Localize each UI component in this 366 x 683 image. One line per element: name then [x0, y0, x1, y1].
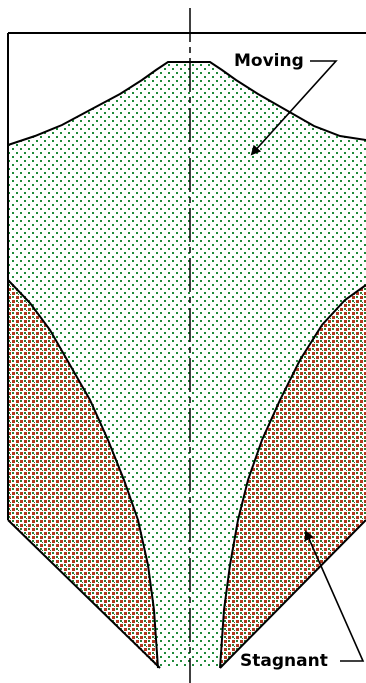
- label-stagnant: Stagnant: [240, 651, 328, 671]
- label-moving: Moving: [234, 51, 304, 71]
